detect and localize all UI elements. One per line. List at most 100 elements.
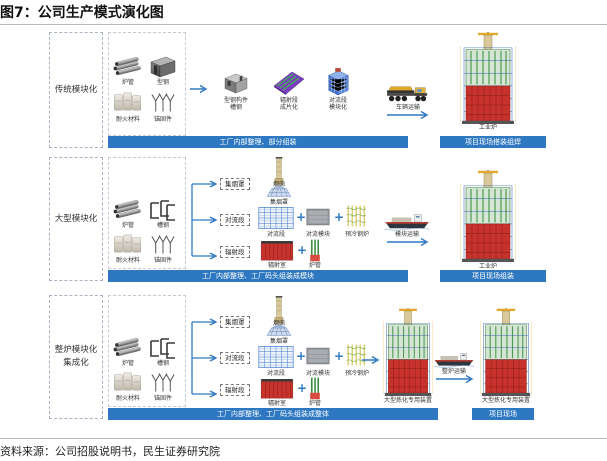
site-band-3: 项目现场 bbox=[472, 408, 534, 420]
branch-arrows-3 bbox=[191, 318, 218, 398]
caption-tube-2: 炉管 bbox=[308, 262, 321, 269]
refractory-brick-icon-2 bbox=[113, 234, 143, 254]
materials-box-3 bbox=[108, 295, 186, 407]
arrow-3b bbox=[436, 375, 474, 383]
channel-steel-icon bbox=[148, 199, 178, 221]
refractory-brick-icon bbox=[113, 92, 143, 112]
caption-device-3a: 大型炼化专用装置 bbox=[383, 397, 432, 404]
hood-icon-3 bbox=[264, 325, 294, 337]
coil-icon bbox=[345, 203, 369, 229]
workshop-band-2: 工厂内部整理、工厂码头组装成模块 bbox=[108, 270, 408, 282]
caption-anchor-3: 锚固件 bbox=[153, 395, 172, 402]
convection-block-icon bbox=[306, 208, 330, 226]
tube-icon-3 bbox=[309, 376, 321, 400]
caption-channel-3: 槽钢 bbox=[156, 360, 169, 367]
materials-box-2 bbox=[108, 157, 186, 269]
convection-module-icon bbox=[325, 68, 351, 96]
plus-icon: + bbox=[296, 210, 307, 224]
pipe-bundle-icon-3 bbox=[113, 338, 143, 358]
site-band-1: 项目现场搭装组焊 bbox=[440, 136, 546, 148]
caption-radiant-3: 辐射室 bbox=[267, 400, 286, 407]
ship-icon bbox=[384, 213, 430, 231]
bottom-rule bbox=[0, 438, 607, 439]
tube-icon bbox=[309, 238, 321, 262]
plus-icon: + bbox=[297, 243, 308, 257]
tag-convection-2: 对流段 bbox=[220, 214, 250, 226]
source-note: 资料来源：公司招股说明书，民生证券研究院 bbox=[0, 445, 220, 458]
caption-pipe-1: 炉管 bbox=[121, 79, 134, 86]
caption-device-3b: 大型炼化专用装置 bbox=[481, 397, 530, 404]
steel-parts-icon bbox=[222, 72, 250, 94]
branch-arrows-2 bbox=[191, 180, 218, 260]
caption-coil-2: 预冷钢炉 bbox=[344, 231, 369, 238]
convection-grid-icon bbox=[258, 206, 294, 230]
workshop-band-3: 工厂内部整理、工厂码头组装成整体 bbox=[108, 408, 438, 420]
radiant-panel-icon bbox=[272, 70, 306, 96]
tag-hood-2: 集烟罩 bbox=[220, 178, 250, 190]
caption-ship-3: 整炉运输 bbox=[441, 368, 466, 375]
pipe-bundle-icon bbox=[113, 57, 143, 77]
caption-convection-2: 对流段 bbox=[266, 231, 285, 238]
plus-icon: + bbox=[334, 210, 345, 224]
caption-pipe-2: 炉管 bbox=[121, 222, 134, 229]
pipe-bundle-icon-2 bbox=[113, 200, 143, 220]
hood-icon bbox=[264, 186, 294, 198]
radiant-chamber-icon-3 bbox=[260, 379, 294, 399]
caption-brick-3: 耐火材料 bbox=[115, 395, 140, 402]
caption-chimney-3: 烟囱 bbox=[272, 320, 285, 327]
caption-ship-2: 模块运输 bbox=[394, 231, 419, 238]
coil-icon-3 bbox=[345, 342, 369, 368]
row-label-large: 大型模块化 bbox=[49, 157, 103, 281]
row-label-traditional: 传统模块化 bbox=[49, 32, 103, 148]
caption-truck: 车辆运输 bbox=[395, 104, 420, 111]
truck-icon bbox=[384, 84, 432, 104]
convection-block-icon-3 bbox=[306, 347, 330, 365]
caption-convection-module: 对流段 模块化 bbox=[328, 97, 347, 111]
caption-hood-3: 集烟罩 bbox=[269, 338, 288, 345]
title-rule bbox=[0, 24, 607, 25]
caption-furnace-2: 工业炉 bbox=[478, 263, 497, 270]
caption-brick-1: 耐火材料 bbox=[115, 116, 140, 123]
refractory-brick-icon-3 bbox=[113, 372, 143, 392]
tag-radiant-3: 辐射段 bbox=[220, 384, 250, 396]
caption-furnace-1: 工业炉 bbox=[478, 124, 497, 131]
caption-coil-3: 预冷钢炉 bbox=[344, 370, 369, 377]
caption-beam-1: 型钢 bbox=[156, 79, 169, 86]
ship-icon-3 bbox=[434, 352, 474, 368]
tag-convection-3: 对流段 bbox=[220, 352, 250, 364]
furnace-icon-3a bbox=[383, 308, 433, 396]
caption-block-3: 对流模块 bbox=[305, 370, 330, 377]
arrow-2b bbox=[387, 238, 429, 246]
caption-radiant-panel: 辐射段 成片化 bbox=[279, 97, 298, 111]
caption-pipe-3: 炉管 bbox=[121, 360, 134, 367]
anchor-icon-2 bbox=[148, 234, 178, 254]
convection-grid-icon-3 bbox=[258, 345, 294, 369]
caption-brick-2: 耐火材料 bbox=[115, 257, 140, 264]
tag-radiant-2: 辐射段 bbox=[220, 246, 250, 258]
row-label-integrated: 整炉模块化 集成化 bbox=[49, 295, 103, 419]
arrow-1a bbox=[190, 85, 208, 93]
caption-anchor-2: 锚固件 bbox=[153, 257, 172, 264]
furnace-icon bbox=[460, 32, 516, 124]
figure-title: 图7：公司生产模式演化图 bbox=[0, 5, 164, 21]
channel-steel-icon-3 bbox=[148, 337, 178, 359]
arrow-1b bbox=[387, 111, 429, 119]
plus-icon: + bbox=[296, 349, 307, 363]
caption-chimney-2: 烟囱 bbox=[272, 181, 285, 188]
caption-anchor-1: 锚固件 bbox=[153, 116, 172, 123]
tag-hood-3: 集烟罩 bbox=[220, 316, 250, 328]
steel-beam-icon bbox=[148, 56, 178, 78]
materials-box-1 bbox=[108, 32, 186, 136]
caption-channel-2: 槽钢 bbox=[156, 222, 169, 229]
furnace-icon-2 bbox=[460, 170, 516, 262]
arrow-3a bbox=[362, 356, 380, 364]
caption-steel-parts: 型钢构件 槽钢 bbox=[223, 97, 248, 111]
plus-icon: + bbox=[334, 349, 345, 363]
anchor-icon bbox=[148, 92, 178, 112]
plus-icon: + bbox=[297, 381, 308, 395]
workshop-band-1: 工厂内部整理、部分组装 bbox=[108, 136, 408, 148]
furnace-icon-3b bbox=[480, 308, 532, 396]
caption-block-2: 对流模块 bbox=[305, 231, 330, 238]
caption-tube-3: 炉管 bbox=[308, 400, 321, 407]
caption-radiant-2: 辐射室 bbox=[267, 262, 286, 269]
